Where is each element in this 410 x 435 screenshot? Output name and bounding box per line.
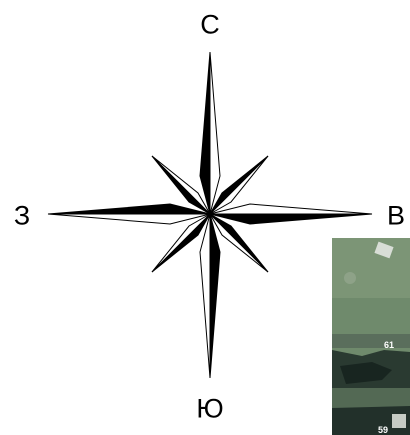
rose-point-e-bottom (210, 214, 372, 224)
map-label-2: 59 (378, 425, 388, 435)
rose-point-e-top (210, 204, 372, 214)
map-label-1: 61 (384, 340, 394, 350)
rose-point-n-left (200, 52, 210, 214)
map-inset: 61 59 (332, 238, 410, 435)
rose-point-s-right (210, 214, 220, 378)
rose-point-w-bottom (48, 214, 210, 224)
rose-point-w-top (48, 204, 210, 214)
rose-point-n-right (210, 52, 220, 214)
rose-point-s-left (200, 214, 210, 378)
map-inset-image: 61 59 (332, 238, 410, 435)
